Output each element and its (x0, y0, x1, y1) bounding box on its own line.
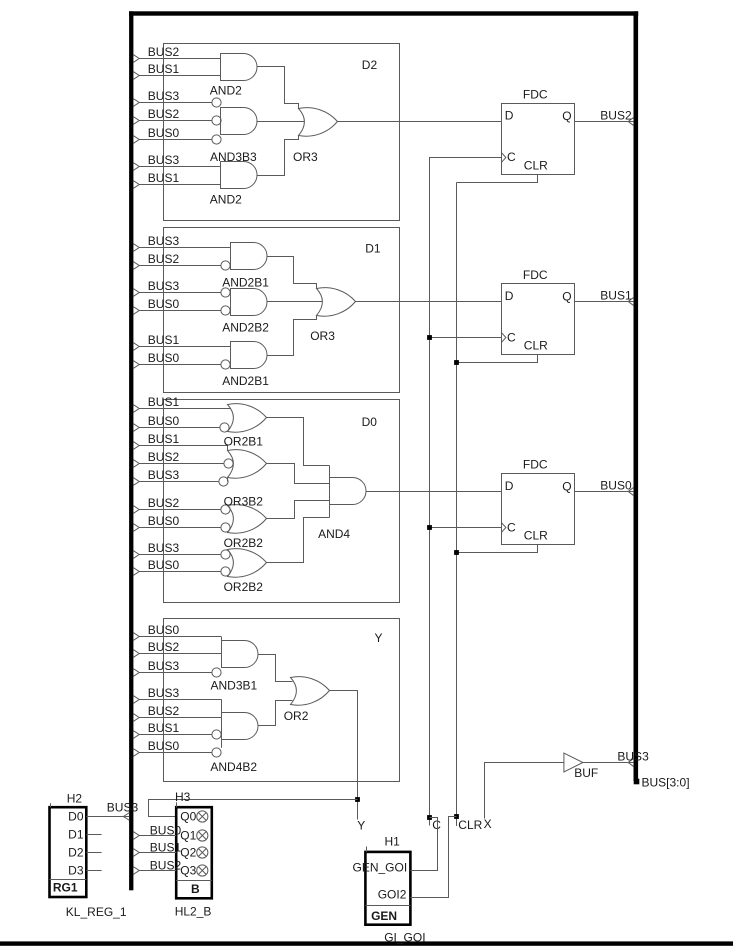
svg-text:Q: Q (562, 290, 571, 304)
svg-text:Q: Q (562, 479, 571, 493)
svg-text:Q3: Q3 (180, 864, 196, 878)
svg-text:BUS3: BUS3 (148, 89, 180, 103)
svg-text:D: D (505, 289, 514, 303)
svg-text:BUS2: BUS2 (148, 252, 180, 266)
svg-text:OR2B2: OR2B2 (224, 580, 264, 594)
svg-text:FDC: FDC (523, 458, 548, 472)
svg-text:BUS0: BUS0 (600, 479, 632, 493)
svg-text:FDC: FDC (523, 268, 548, 282)
svg-text:RG1: RG1 (53, 881, 78, 895)
svg-text:AND2: AND2 (210, 84, 242, 98)
svg-text:D1: D1 (365, 241, 381, 255)
svg-text:BUS2: BUS2 (148, 496, 180, 510)
svg-text:BUS2: BUS2 (150, 858, 182, 872)
svg-text:OR2B2: OR2B2 (224, 536, 264, 550)
svg-text:BUS2: BUS2 (148, 45, 180, 59)
svg-text:BUS0: BUS0 (150, 823, 182, 837)
svg-text:BUS2: BUS2 (600, 109, 632, 123)
svg-text:D2: D2 (362, 58, 378, 72)
svg-text:FDC: FDC (523, 87, 548, 101)
svg-text:OR3B2: OR3B2 (224, 494, 264, 508)
svg-text:BUS3: BUS3 (617, 749, 649, 763)
svg-text:BUS0: BUS0 (148, 558, 180, 572)
svg-text:C: C (432, 818, 441, 832)
svg-text:C: C (507, 520, 516, 534)
svg-text:BUS1: BUS1 (148, 395, 180, 409)
svg-text:GI_GOI: GI_GOI (384, 930, 425, 944)
svg-text:BUS2: BUS2 (148, 704, 180, 718)
svg-text:AND2B1: AND2B1 (222, 276, 269, 290)
svg-text:BUS0: BUS0 (148, 351, 180, 365)
svg-text:AND3B1: AND3B1 (211, 679, 258, 693)
svg-text:CLR: CLR (524, 339, 548, 353)
svg-text:BUS3: BUS3 (148, 541, 180, 555)
svg-text:BUS0: BUS0 (148, 623, 180, 637)
svg-text:D0: D0 (362, 415, 378, 429)
svg-text:OR2B1: OR2B1 (224, 434, 264, 448)
svg-text:Y: Y (375, 631, 383, 645)
svg-text:CLR: CLR (524, 158, 548, 172)
svg-text:Q1: Q1 (180, 829, 196, 843)
svg-text:BUS3: BUS3 (107, 800, 139, 814)
svg-text:BUS3: BUS3 (148, 686, 180, 700)
svg-text:BUS1: BUS1 (148, 432, 180, 446)
svg-text:BUS[3:0]: BUS[3:0] (642, 775, 690, 789)
svg-text:AND4B2: AND4B2 (210, 760, 257, 774)
svg-text:Q0: Q0 (180, 810, 196, 824)
svg-text:Y: Y (357, 818, 365, 832)
svg-text:BUS3: BUS3 (148, 153, 180, 167)
svg-text:B: B (191, 882, 200, 896)
svg-text:AND2: AND2 (210, 193, 242, 207)
svg-text:BUS1: BUS1 (150, 840, 182, 854)
svg-text:D: D (505, 479, 514, 493)
svg-text:BUS0: BUS0 (148, 126, 180, 140)
svg-text:OR2: OR2 (284, 709, 309, 723)
svg-text:BUS1: BUS1 (148, 333, 180, 347)
svg-text:BUS3: BUS3 (148, 234, 180, 248)
svg-text:BUS2: BUS2 (148, 107, 180, 121)
svg-text:GOI2: GOI2 (378, 888, 407, 902)
svg-text:AND4: AND4 (318, 527, 350, 541)
svg-text:D: D (505, 109, 514, 123)
svg-text:BUS0: BUS0 (148, 739, 180, 753)
svg-text:BUS0: BUS0 (148, 414, 180, 428)
svg-text:X: X (484, 817, 492, 831)
svg-text:BUS1: BUS1 (148, 171, 180, 185)
svg-text:HL2_B: HL2_B (175, 904, 212, 918)
svg-text:OR3: OR3 (293, 150, 318, 164)
svg-text:D1: D1 (68, 827, 84, 841)
svg-text:C: C (507, 150, 516, 164)
svg-text:BUS3: BUS3 (148, 659, 180, 673)
svg-text:BUS0: BUS0 (148, 514, 180, 528)
svg-text:D3: D3 (68, 863, 84, 877)
svg-text:Q: Q (562, 109, 571, 123)
svg-text:BUS3: BUS3 (148, 468, 180, 482)
svg-text:H2: H2 (67, 791, 83, 805)
svg-text:C: C (507, 331, 516, 345)
svg-text:AND3B3: AND3B3 (210, 150, 257, 164)
svg-text:AND2B1: AND2B1 (222, 374, 269, 388)
svg-text:D0: D0 (68, 809, 84, 823)
svg-text:AND2B2: AND2B2 (222, 321, 269, 335)
svg-text:BUS1: BUS1 (148, 721, 180, 735)
svg-text:BUS1: BUS1 (600, 289, 632, 303)
svg-text:GEN: GEN (371, 909, 397, 923)
svg-text:H1: H1 (385, 834, 401, 848)
svg-text:CLR: CLR (458, 818, 482, 832)
svg-text:BUS3: BUS3 (148, 279, 180, 293)
svg-text:BUS2: BUS2 (148, 640, 180, 654)
svg-text:OR3: OR3 (310, 329, 335, 343)
svg-text:KL_REG_1: KL_REG_1 (66, 905, 127, 919)
svg-text:BUF: BUF (574, 766, 598, 780)
svg-text:CLR: CLR (524, 529, 548, 543)
svg-text:D2: D2 (68, 845, 84, 859)
svg-text:BUS0: BUS0 (148, 297, 180, 311)
svg-text:GEN_GOI: GEN_GOI (353, 861, 408, 875)
svg-text:BUS1: BUS1 (148, 62, 180, 76)
svg-text:BUS2: BUS2 (148, 450, 180, 464)
svg-text:Q2: Q2 (180, 846, 196, 860)
svg-text:H3: H3 (175, 790, 191, 804)
